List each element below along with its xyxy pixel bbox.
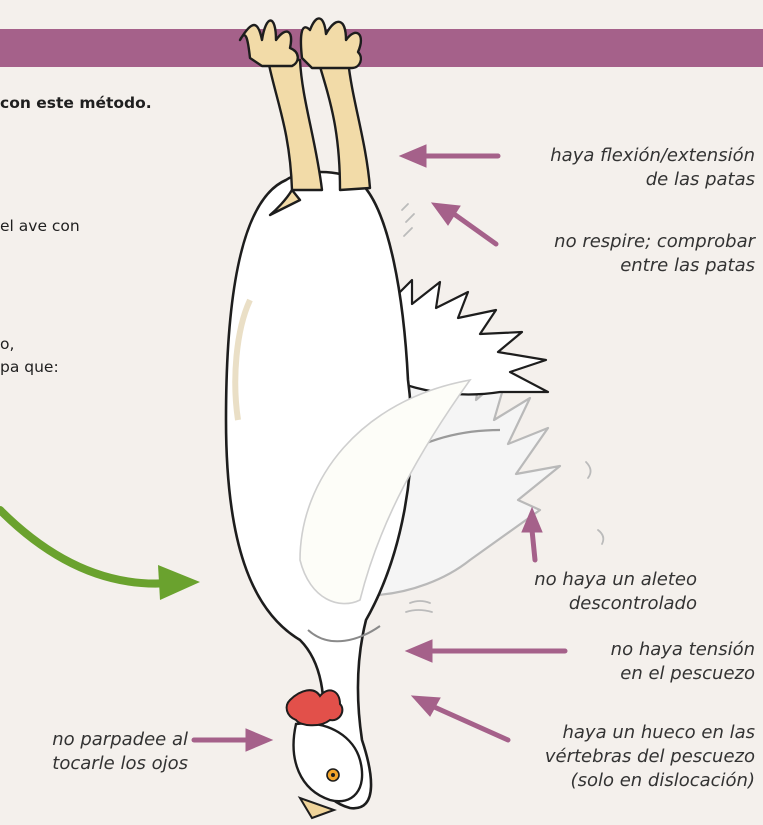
arrow-neck [404,639,568,663]
arrow-flapping [521,506,543,563]
annotation-breathing: no respire; comprobar entre las patas [554,231,755,276]
annotation-neck-tension: no haya tensión en el pescuezo [610,639,755,684]
arrow-breathing [430,202,499,247]
intro-text-bird: el ave con [0,217,80,235]
green-curved-arrow [0,506,200,600]
annotation-leg-flexion: haya flexión/extensión de las patas [550,145,755,190]
pointer-arrows [191,144,568,752]
annotation-eye-blink: no parpadee al tocarle los ojos [52,729,188,774]
intro-text-step: pa que: [0,358,59,376]
arrow-eye [191,728,274,752]
annotation-vertebrae-gap: haya un hueco en las vértebras del pescu… [544,722,755,791]
arrow-vertebrae [410,695,511,743]
arrow-legs [398,144,501,168]
chicken-legs [238,17,372,217]
intro-text-comma: o, [0,335,15,353]
annotation-flapping: no haya un aleteo descontrolado [534,569,697,614]
chicken-head [285,689,364,820]
chicken-body [224,170,472,810]
header-band [0,29,763,67]
intro-text-method: con este método. [0,94,152,112]
